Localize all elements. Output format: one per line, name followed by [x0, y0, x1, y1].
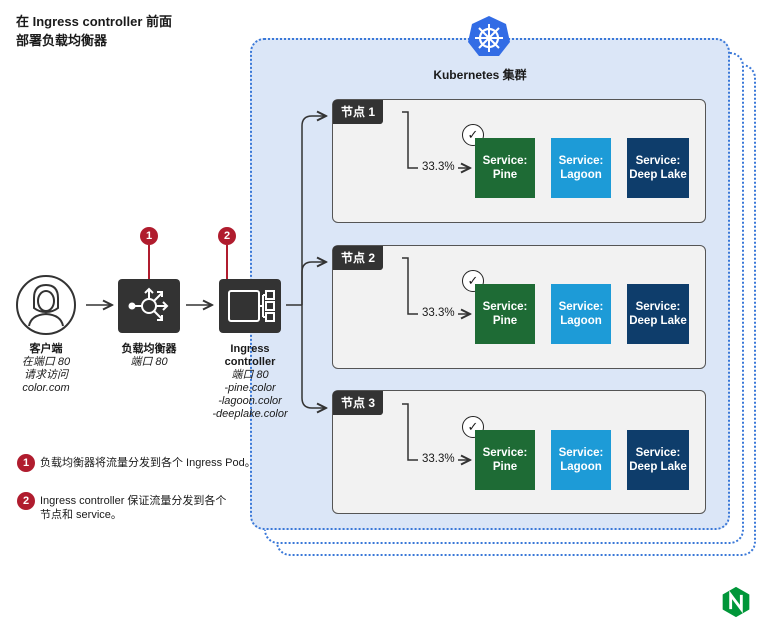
node-1-traffic-share: 33.3%	[422, 161, 455, 173]
service-deeplake-line-2: Deep Lake	[629, 169, 687, 181]
node-2-traffic-share: 33.3%	[422, 307, 455, 319]
ingress-port: 端口 80	[231, 369, 269, 381]
badge-2: 2	[218, 227, 236, 245]
legend-1-line-1: 负载均衡器将流量分发到各个 Ingress Pod。	[40, 457, 256, 469]
nginx-logo-icon	[722, 586, 750, 618]
ingress-title-1: Ingress	[230, 343, 270, 355]
legend-text-2: Ingress controller 保证流量分发到各个 节点和 service…	[40, 494, 250, 522]
badge-2-connector	[226, 245, 228, 279]
ingress-title-2: controller	[224, 356, 276, 368]
node-3-traffic-share: 33.3%	[422, 453, 455, 465]
service-lagoon-line-1: Service:	[558, 301, 604, 313]
load-balancer-title: 负载均衡器	[121, 343, 177, 355]
service-deeplake: Service: Deep Lake	[627, 430, 689, 490]
service-pine-line-2: Pine	[492, 461, 518, 473]
cluster-label: Kubernetes 集群	[433, 68, 527, 82]
service-lagoon: Service: Lagoon	[551, 430, 611, 490]
title-line-1: 在 Ingress controller 前面	[16, 14, 173, 29]
service-lagoon-line-2: Lagoon	[560, 169, 602, 181]
service-pine: Service: Pine	[475, 430, 535, 490]
service-lagoon-line-2: Lagoon	[560, 461, 602, 473]
user-avatar-icon	[16, 275, 76, 335]
service-lagoon: Service: Lagoon	[551, 284, 611, 344]
service-deeplake-line-2: Deep Lake	[629, 461, 687, 473]
badge-1-connector	[148, 245, 150, 279]
node-1-label: 节点 1	[333, 100, 384, 124]
service-pine-line-1: Service:	[482, 301, 528, 313]
service-lagoon-line-1: Service:	[558, 447, 604, 459]
client-line-1: 在端口 80	[21, 356, 71, 368]
client-title: 客户端	[29, 343, 63, 355]
ingress-host-1: -pine.color	[224, 382, 276, 394]
service-deeplake-line-1: Service:	[635, 155, 681, 167]
load-balancer-port: 端口 80	[130, 356, 168, 368]
ingress-caption: Ingress controller 端口 80 -pine.color -la…	[200, 343, 300, 421]
service-deeplake-line-2: Deep Lake	[629, 315, 687, 327]
service-lagoon: Service: Lagoon	[551, 138, 611, 198]
service-pine-line-1: Service:	[482, 447, 528, 459]
legend-badge-1: 1	[17, 454, 35, 472]
load-balancer-box	[118, 279, 180, 333]
service-lagoon-line-2: Lagoon	[560, 315, 602, 327]
legend-text-1: 负载均衡器将流量分发到各个 Ingress Pod。	[40, 456, 260, 470]
ingress-controller-icon	[228, 290, 275, 322]
ingress-host-3: -deeplake.color	[212, 408, 288, 420]
client-caption: 客户端 在端口 80 请求访问 color.com	[10, 343, 82, 395]
ingress-controller-box	[219, 279, 281, 333]
service-lagoon-line-1: Service:	[558, 155, 604, 167]
title-line-2: 部署负载均衡器	[16, 33, 108, 48]
service-pine: Service: Pine	[475, 284, 535, 344]
service-pine-line-2: Pine	[492, 169, 518, 181]
service-pine: Service: Pine	[475, 138, 535, 198]
kubernetes-helm-icon	[468, 16, 510, 56]
service-pine-line-2: Pine	[492, 315, 518, 327]
service-pine-line-1: Service:	[482, 155, 528, 167]
service-deeplake: Service: Deep Lake	[627, 138, 689, 198]
node-2-label: 节点 2	[333, 246, 384, 270]
load-balancer-icon	[128, 287, 169, 321]
service-deeplake-line-1: Service:	[635, 301, 681, 313]
legend-badge-2: 2	[17, 492, 35, 510]
badge-1: 1	[140, 227, 158, 245]
ingress-host-2: -lagoon.color	[218, 395, 282, 407]
legend-2-line-2: 节点和 service。	[40, 509, 122, 521]
client-line-3: color.com	[22, 382, 70, 394]
service-deeplake-line-1: Service:	[635, 447, 681, 459]
service-deeplake: Service: Deep Lake	[627, 284, 689, 344]
node-3-label: 节点 3	[333, 391, 384, 415]
load-balancer-caption: 负载均衡器 端口 80	[104, 343, 194, 369]
client-line-2: 请求访问	[24, 369, 68, 381]
legend-2-line-1: Ingress controller 保证流量分发到各个	[40, 495, 227, 507]
diagram-title: 在 Ingress controller 前面 部署负载均衡器	[16, 12, 216, 50]
